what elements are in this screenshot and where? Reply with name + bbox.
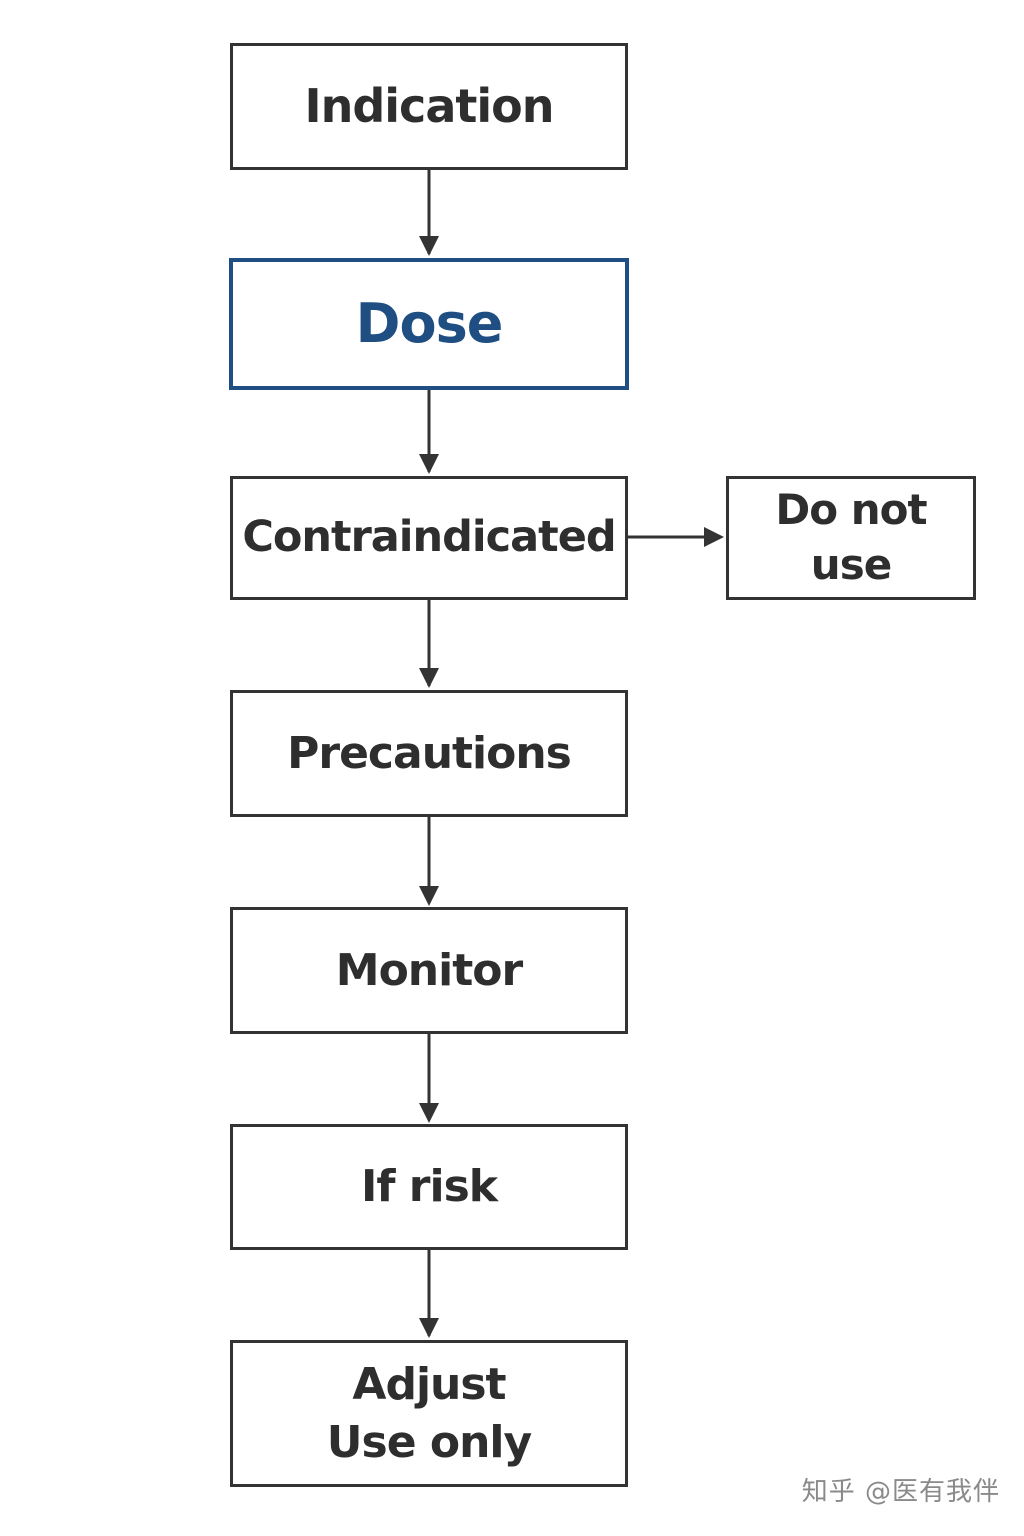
arrowhead-if-risk xyxy=(419,1103,439,1123)
arrowhead-contraindicated xyxy=(419,454,439,474)
arrowhead-monitor xyxy=(419,886,439,906)
node-do-not-use: Do not use xyxy=(726,476,976,600)
node-adjust-label: Adjust xyxy=(352,1359,506,1411)
node-monitor: Monitor xyxy=(230,907,628,1034)
node-contraindicated: Contraindicated xyxy=(230,476,628,600)
node-dose: Dose xyxy=(229,258,629,390)
node-if-risk: If risk xyxy=(230,1124,628,1250)
node-precautions-label: Precautions xyxy=(287,727,572,779)
arrowhead-adjust xyxy=(419,1318,439,1338)
node-if-risk-label: If risk xyxy=(360,1161,498,1213)
node-contraindicated-label: Contraindicated xyxy=(242,512,616,563)
node-do-not-use-label: Do not use xyxy=(775,485,927,589)
arrowhead-precautions xyxy=(419,668,439,688)
node-adjust-use-only: Adjust Use only xyxy=(230,1340,628,1487)
node-monitor-label: Monitor xyxy=(335,944,523,996)
node-use-only-label: Use only xyxy=(326,1416,532,1468)
node-precautions: Precautions xyxy=(230,690,628,817)
node-indication-label: Indication xyxy=(304,78,555,133)
arrowhead-do-not-use xyxy=(704,527,724,547)
node-indication: Indication xyxy=(230,43,628,170)
arrowhead-dose xyxy=(419,236,439,256)
node-dose-label: Dose xyxy=(355,291,504,355)
watermark: 知乎 @医有我伴 xyxy=(801,1477,1000,1507)
